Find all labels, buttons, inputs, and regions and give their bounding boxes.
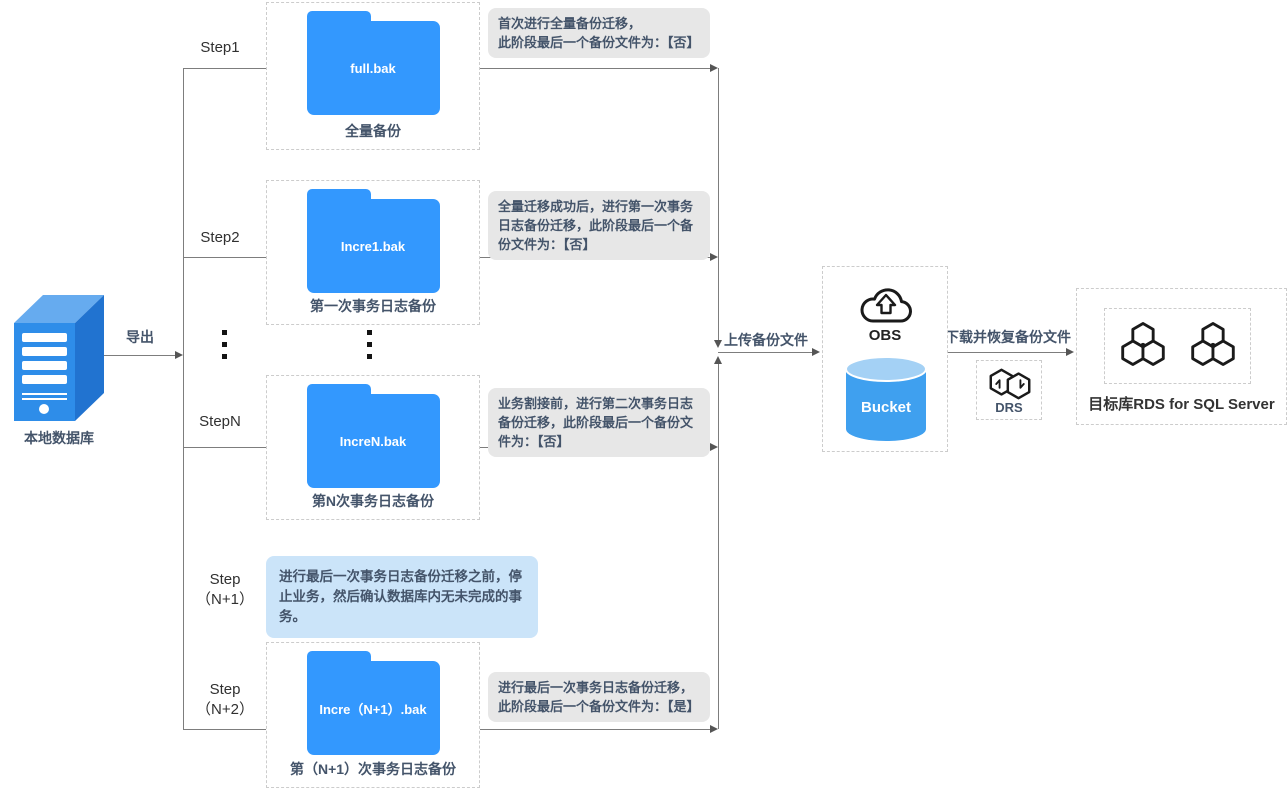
folder-icon: Incre1.bak (306, 189, 440, 293)
target-rds-box: 目标库RDS for SQL Server (1076, 288, 1287, 425)
download-line (948, 352, 1067, 353)
arrowhead-icon (175, 351, 183, 359)
export-arrow-label: 导出 (126, 329, 154, 345)
cloud-upload-icon (860, 288, 912, 323)
arrowhead-icon (1066, 348, 1074, 356)
folder-icon: IncreN.bak (306, 384, 440, 488)
arrowhead-icon (714, 340, 722, 348)
folder-filename: Incre1.bak (340, 238, 406, 254)
folder-icon: full.bak (306, 11, 440, 115)
obs-box: OBS Bucket (822, 266, 948, 452)
folder-filename: Incre（N+1）.bak (319, 701, 427, 717)
step1-note: 首次进行全量备份迁移， 此阶段最后一个备份文件为：【否】 (488, 8, 710, 58)
collector-line-upper (718, 68, 719, 340)
collector-line-lower (718, 364, 719, 729)
ellipsis-dots-icon (367, 330, 372, 366)
folder-caption: 全量备份 (345, 123, 401, 139)
bucket-label: Bucket (861, 399, 911, 416)
stepN-label: StepN (199, 413, 241, 430)
download-arrow-label: 下载并恢复备份文件 (945, 329, 1071, 345)
stepN1-label: Step （N+1） (196, 571, 254, 608)
folder-caption: 第（N+1）次事务日志备份 (289, 761, 457, 777)
arrowhead-icon (710, 253, 718, 261)
obs-label: OBS (868, 327, 902, 344)
server-icon (14, 295, 104, 421)
arrowhead-icon (812, 348, 820, 356)
step1-label: Step1 (200, 39, 240, 56)
drs-icon (989, 368, 1031, 400)
stepN2-label: Step （N+2） (196, 681, 254, 718)
rds-instances-box (1104, 308, 1251, 384)
arrowhead-icon (710, 64, 718, 72)
upload-arrow-label: 上传备份文件 (724, 332, 808, 348)
incre1-backup-box: Incre1.bak 第一次事务日志备份 (266, 180, 480, 325)
source-db-label: 本地数据库 (24, 430, 94, 446)
bucket-icon: Bucket (845, 356, 927, 441)
stepN1-note: 进行最后一次事务日志备份迁移之前，停止业务，然后确认数据库内无未完成的事务。 (266, 556, 538, 638)
drs-box: DRS (976, 360, 1042, 420)
full-backup-box: full.bak 全量备份 (266, 2, 480, 150)
step-trunk-line (183, 68, 184, 729)
folder-caption: 第一次事务日志备份 (310, 298, 436, 314)
ellipsis-dots-icon (222, 330, 227, 366)
step2-note: 全量迁移成功后，进行第一次事务日志备份迁移，此阶段最后一个备份文件为：【否】 (488, 191, 710, 260)
arrowhead-icon (714, 356, 722, 364)
upload-line (718, 352, 813, 353)
drs-label: DRS (995, 400, 1023, 415)
folder-filename: full.bak (350, 60, 396, 76)
increN1-backup-box: Incre（N+1）.bak 第（N+1）次事务日志备份 (266, 642, 480, 788)
rds-hexagon-icon (1190, 322, 1235, 366)
arrowhead-icon (710, 725, 718, 733)
target-rds-label: 目标库RDS for SQL Server (1088, 396, 1275, 413)
folder-caption: 第N次事务日志备份 (311, 493, 435, 509)
rds-hexagon-icon (1120, 322, 1165, 366)
arrowhead-icon (710, 443, 718, 451)
stepN-note: 业务割接前，进行第二次事务日志备份迁移，此阶段最后一个备份文件为：【否】 (488, 388, 710, 457)
folder-filename: IncreN.bak (339, 433, 407, 449)
step2-label: Step2 (200, 229, 240, 246)
folder-icon: Incre（N+1）.bak (306, 651, 440, 755)
stepN2-note: 进行最后一次事务日志备份迁移，此阶段最后一个备份文件为：【是】 (488, 672, 710, 722)
increN-backup-box: IncreN.bak 第N次事务日志备份 (266, 375, 480, 520)
export-line (103, 355, 176, 356)
